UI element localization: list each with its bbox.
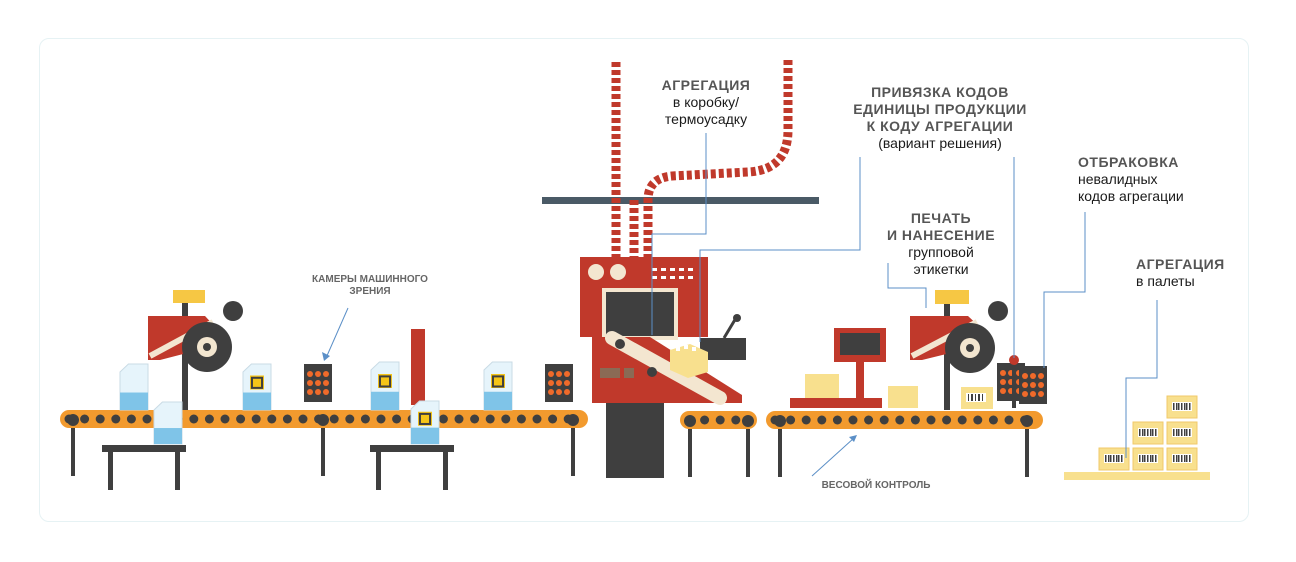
label-rejection-title: ОТБРАКОВКА	[1078, 154, 1179, 170]
conveyors	[60, 410, 1043, 477]
label-binding-line4: (вариант решения)	[878, 135, 1002, 151]
label-aggregation-pallet: АГРЕГАЦИЯ в палеты	[1136, 256, 1236, 290]
label-binding-line1: ПРИВЯЗКА КОДОВ	[871, 84, 1009, 100]
label-rejection-line2: кодов агрегации	[1078, 188, 1184, 204]
label-cameras-line1: КАМЕРЫ МАШИННОГО	[312, 274, 428, 285]
aggregation-machine	[580, 257, 746, 478]
label-cameras: КАМЕРЫ МАШИННОГО ЗРЕНИЯ	[300, 274, 440, 298]
label-aggregation-pallet-line1: в палеты	[1136, 273, 1195, 289]
overhead-beam	[542, 197, 819, 204]
label-printing-line2: И НАНЕСЕНИЕ	[886, 227, 996, 243]
label-printing-line3: групповой	[908, 244, 974, 260]
label-rejection-line1: невалидных	[1078, 171, 1158, 187]
group-boxes	[805, 374, 993, 409]
callout-lines	[651, 133, 1158, 458]
label-aggregation-box: АГРЕГАЦИЯ в коробку/ термоусадку	[648, 77, 764, 128]
label-aggregation-box-line2: термоусадку	[664, 111, 748, 127]
label-aggregation-box-title: АГРЕГАЦИЯ	[661, 77, 751, 93]
label-aggregation-box-line1: в коробку/	[672, 94, 740, 110]
label-printing-line4: этикетки	[913, 261, 969, 277]
label-binding-line2: ЕДИНИЦЫ ПРОДУКЦИИ	[853, 101, 1027, 117]
label-aggregation-pallet-title: АГРЕГАЦИЯ	[1136, 256, 1225, 272]
pipes	[611, 60, 793, 258]
camera-post	[411, 329, 425, 405]
label-binding: ПРИВЯЗКА КОДОВ ЕДИНИЦЫ ПРОДУКЦИИ К КОДУ …	[840, 84, 1040, 152]
scanner-post	[1012, 360, 1016, 408]
label-rejection: ОТБРАКОВКА невалидных кодов агрегации	[1078, 154, 1212, 205]
label-printing-line1: ПЕЧАТЬ	[910, 210, 972, 226]
label-weight-control: ВЕСОВОЙ КОНТРОЛЬ	[821, 480, 931, 491]
milk-cartons	[119, 361, 513, 445]
callout-arrows	[322, 307, 857, 477]
vision-cameras	[304, 363, 1047, 404]
right-labeler	[910, 290, 1008, 410]
weighing-scale	[790, 328, 886, 408]
label-cameras-line2: ЗРЕНИЯ	[349, 286, 391, 297]
scanner-indicator	[1009, 355, 1019, 365]
pallet	[1064, 395, 1210, 480]
diagram-frame	[39, 38, 1249, 522]
tables	[102, 445, 454, 490]
left-labeler	[148, 290, 243, 411]
label-printing: ПЕЧАТЬ И НАНЕСЕНИЕ групповой этикетки	[878, 210, 1004, 278]
label-binding-line3: К КОДУ АГРЕГАЦИИ	[866, 118, 1014, 134]
